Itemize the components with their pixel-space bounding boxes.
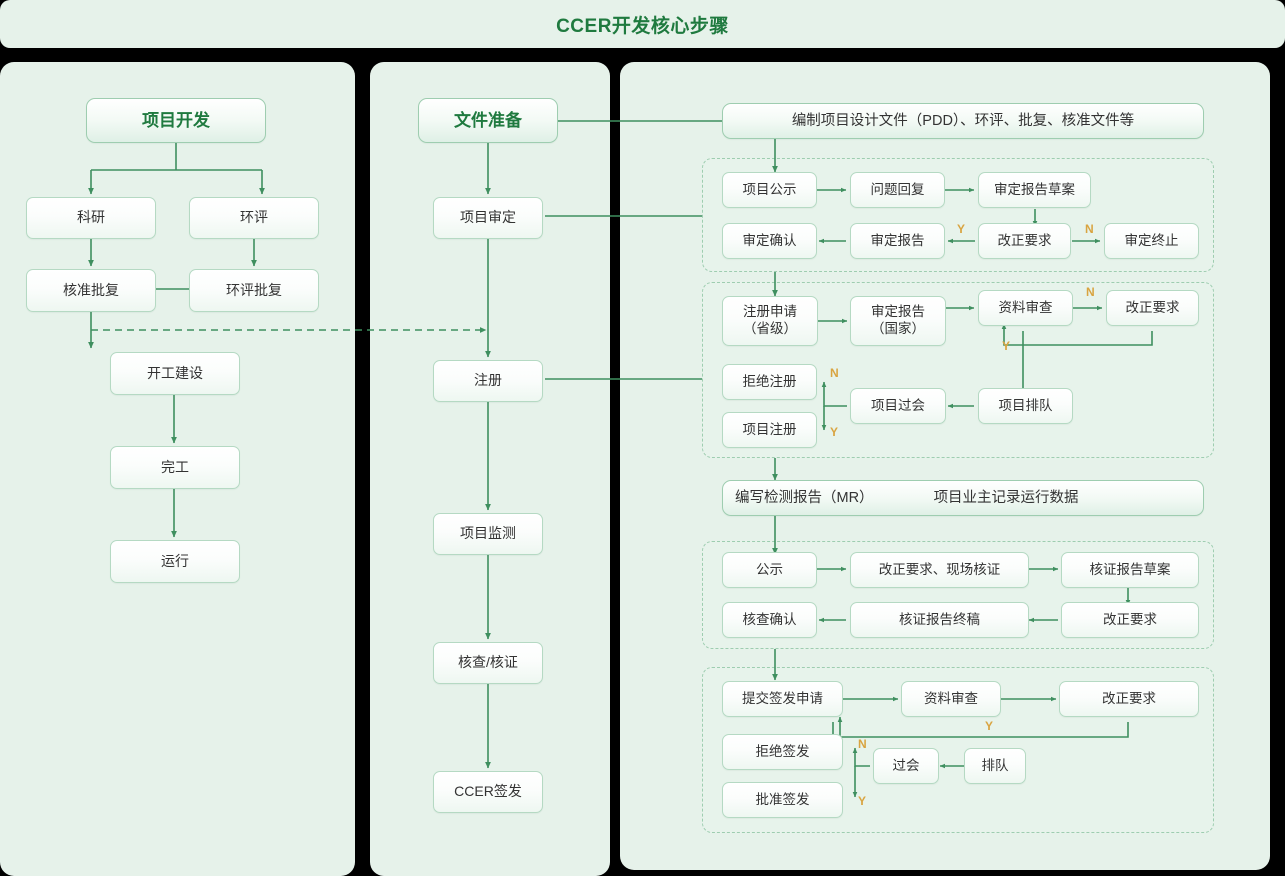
node-project-registered[interactable]: 项目注册 [722,412,817,448]
node-document-preparation-header[interactable]: 文件准备 [418,98,558,143]
label-branch-no-1: N [1085,222,1094,236]
node-registration[interactable]: 注册 [433,360,543,402]
label-branch-yes-5: Y [858,794,867,808]
label-branch-yes-1: Y [957,222,966,236]
node-queue[interactable]: 排队 [964,748,1026,784]
node-validation-confirm[interactable]: 审定确认 [722,223,817,259]
label-branch-no-3: N [830,366,839,380]
node-verification-report-final[interactable]: 核证报告终稿 [850,602,1029,638]
node-operation[interactable]: 运行 [110,540,240,583]
title-panel: CCER开发核心步骤 [0,0,1285,48]
node-correction-onsite-verification[interactable]: 改正要求、现场核证 [850,552,1029,588]
node-validation-report[interactable]: 审定报告 [850,223,945,259]
node-verification-report-draft[interactable]: 核证报告草案 [1061,552,1199,588]
node-committee-review[interactable]: 过会 [873,748,939,784]
label-branch-yes-2: Y [1002,339,1011,353]
node-publicity[interactable]: 公示 [722,552,817,588]
node-validation-report-draft[interactable]: 审定报告草案 [978,172,1091,208]
banner-pdd-documents[interactable]: 编制项目设计文件（PDD）、环评、批复、核准文件等 [722,103,1204,139]
node-question-reply[interactable]: 问题回复 [850,172,945,208]
panel-document-preparation [370,62,610,876]
node-completion[interactable]: 完工 [110,446,240,489]
node-construction-start[interactable]: 开工建设 [110,352,240,395]
node-issuance-approved[interactable]: 批准签发 [722,782,843,818]
node-approval-reply[interactable]: 核准批复 [26,269,156,312]
label-branch-no-4: N [858,737,867,751]
node-ea-reply[interactable]: 环评批复 [189,269,319,312]
label-branch-yes-4: Y [985,719,994,733]
node-document-review-2[interactable]: 资料审查 [901,681,1001,717]
node-project-queue[interactable]: 项目排队 [978,388,1073,424]
reg-app-line1: 注册申请 [743,304,797,320]
label-branch-no-2: N [1086,285,1095,299]
node-validation-terminate[interactable]: 审定终止 [1104,223,1199,259]
node-submit-issuance-application[interactable]: 提交签发申请 [722,681,843,717]
node-environmental-assessment[interactable]: 环评 [189,197,319,239]
node-project-publicity[interactable]: 项目公示 [722,172,817,208]
label-branch-yes-3: Y [830,425,839,439]
banner-owner-data-label: 项目业主记录运行数据 [933,489,1079,506]
banner-monitoring-report[interactable]: 编写检测报告（MR） 项目业主记录运行数据 [722,480,1204,516]
node-project-committee-review[interactable]: 项目过会 [850,388,946,424]
node-verification-certification[interactable]: 核查/核证 [433,642,543,684]
node-project-development-header[interactable]: 项目开发 [86,98,266,143]
node-verification-confirm[interactable]: 核查确认 [722,602,817,638]
page-title: CCER开发核心步骤 [556,15,729,37]
node-ccer-issuance[interactable]: CCER签发 [433,771,543,813]
node-correction-request-1[interactable]: 改正要求 [978,223,1071,259]
node-registration-rejected[interactable]: 拒绝注册 [722,364,817,400]
node-validation-report-national[interactable]: 审定报告 （国家） [850,296,946,346]
node-project-validation[interactable]: 项目审定 [433,197,543,239]
banner-mr-label: 编写检测报告（MR） [735,489,874,506]
val-rep-line2: （国家） [871,321,925,336]
node-correction-request-3[interactable]: 改正要求 [1061,602,1199,638]
node-research[interactable]: 科研 [26,197,156,239]
node-project-monitoring[interactable]: 项目监测 [433,513,543,555]
node-issuance-rejected[interactable]: 拒绝签发 [722,734,843,770]
node-registration-application[interactable]: 注册申请 （省级） [722,296,818,346]
reg-app-line2: （省级） [743,321,797,336]
node-correction-request-4[interactable]: 改正要求 [1059,681,1199,717]
node-correction-request-2[interactable]: 改正要求 [1106,290,1199,326]
val-rep-line1: 审定报告 [871,304,925,320]
node-document-review-1[interactable]: 资料审查 [978,290,1073,326]
